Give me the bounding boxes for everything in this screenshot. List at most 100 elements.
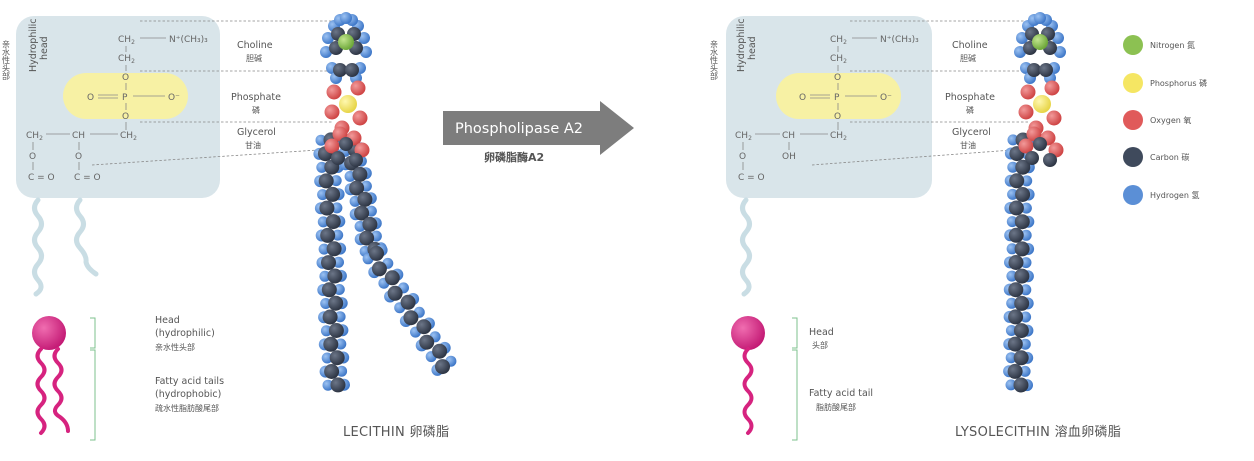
atom-sphere [318, 173, 334, 189]
atom-sphere [352, 166, 368, 182]
legend-tails: Fatty acid tails [155, 376, 224, 387]
atom-sphere [1021, 175, 1033, 187]
svg-text:C = O: C = O [28, 173, 55, 183]
legend-tail-right: Fatty acid tail [809, 388, 873, 399]
atom-sphere [1025, 151, 1039, 165]
svg-text:O: O [87, 93, 94, 103]
atom-sphere [1006, 216, 1018, 228]
atom-sphere [324, 104, 340, 120]
atom-sphere [320, 46, 332, 58]
tail-bracket-right [792, 349, 798, 441]
glycerol-label-right: Glycerol [952, 127, 991, 138]
atom-legend-swatch [1123, 110, 1143, 130]
atom-sphere [1005, 352, 1017, 364]
atom-sphere [1007, 188, 1019, 200]
atom-sphere [384, 270, 400, 286]
atom-sphere [331, 151, 345, 165]
atom-sphere [1005, 325, 1017, 336]
atom-sphere [319, 270, 331, 282]
svg-text:CH2: CH2 [830, 35, 847, 46]
atom-sphere [339, 95, 357, 113]
hydrophilic-head-label-cn-right: 亲水性头部 [710, 39, 719, 81]
svg-text:C = O: C = O [74, 173, 101, 183]
atom-sphere [357, 191, 373, 207]
atom-sphere [1008, 309, 1024, 325]
atom-sphere [1007, 336, 1023, 352]
atom-sphere [1052, 32, 1064, 44]
atom-sphere [325, 186, 341, 202]
atom-sphere [1013, 323, 1029, 339]
phospholipid-tail-icon [52, 347, 70, 433]
lecithin-panel: Hydrophilic head 亲水性头部 CH2 N⁺(CH₃)₃ CH2 … [2, 12, 457, 441]
atom-sphere [371, 261, 387, 277]
glycerol-label-cn-right: 甘油 [960, 140, 976, 150]
legend-tail-cn-right: 脂肪酸尾部 [816, 402, 856, 412]
svg-text:O: O [834, 73, 841, 83]
legend-head-cn: 亲水性头部 [155, 342, 195, 352]
lysolecithin-structural-formula: CH2 N⁺(CH₃)₃ CH2 O O P O⁻ O CH2 CH CH2 O [735, 35, 919, 183]
phosphate-highlight [63, 73, 188, 119]
atom-sphere [1020, 284, 1032, 296]
svg-text:CH: CH [782, 131, 795, 141]
atom-sphere [322, 379, 334, 391]
svg-text:N⁺(CH₃)₃: N⁺(CH₃)₃ [169, 35, 208, 45]
lysolecithin-title: LYSOLECITHIN 溶血卵磷脂 [955, 425, 1121, 440]
choline-label-cn: 胆碱 [246, 54, 262, 63]
atom-sphere [1046, 110, 1062, 126]
svg-text:O: O [799, 93, 806, 103]
atom-legend-swatch [1123, 35, 1143, 55]
atom-sphere [333, 63, 347, 77]
atom-sphere [1044, 80, 1060, 96]
svg-text:O⁻: O⁻ [168, 93, 180, 103]
atom-sphere [1016, 32, 1028, 44]
svg-text:CH2: CH2 [118, 35, 135, 46]
atom-sphere [333, 256, 344, 268]
tail-squiggle [74, 197, 99, 277]
atom-sphere [349, 153, 363, 167]
atom-sphere [416, 319, 432, 335]
atom-sphere [1032, 34, 1048, 50]
atom-sphere [335, 338, 347, 350]
phospholipid-tail-icon [35, 347, 47, 435]
atom-sphere [1006, 243, 1018, 255]
atom-sphere [317, 189, 329, 201]
atom-sphere [1014, 295, 1030, 311]
atom-sphere [340, 12, 352, 24]
atom-sphere [360, 46, 372, 58]
atom-sphere [1033, 95, 1051, 113]
atom-sphere [358, 32, 370, 44]
atom-legend-label: Nitrogen 氮 [1150, 40, 1195, 50]
svg-text:O⁻: O⁻ [880, 93, 892, 103]
atom-sphere [1014, 214, 1030, 230]
atom-legend-swatch [1123, 147, 1143, 167]
atom-sphere [1015, 159, 1031, 175]
choline-label: Choline [237, 40, 273, 51]
lysophospholipid-tail-icon [742, 347, 754, 435]
atom-sphere [330, 175, 342, 187]
atom-sphere [1013, 350, 1029, 366]
atom-sphere [336, 365, 348, 377]
svg-text:CH2: CH2 [830, 131, 847, 142]
lysolecithin-panel: Hydrophilic head 亲水性头部 CH2 N⁺(CH₃)₃ CH2 … [710, 12, 1207, 441]
atom-sphere [1027, 63, 1041, 77]
atom-sphere [369, 245, 384, 261]
svg-text:O: O [122, 112, 129, 122]
atom-sphere [1018, 138, 1034, 154]
atom-sphere [1019, 365, 1031, 377]
atom-sphere [1008, 282, 1024, 298]
atom-legend-label: Carbon 碳 [1150, 152, 1189, 162]
tail-squiggle-right [740, 197, 752, 297]
svg-text:head: head [39, 36, 50, 60]
atom-sphere [1007, 134, 1019, 146]
svg-text:C = O: C = O [738, 173, 765, 183]
atom-sphere [321, 282, 337, 298]
svg-text:head: head [747, 36, 758, 60]
atom-sphere [352, 110, 368, 126]
lecithin-title: LECITHIN 卵磷脂 [343, 425, 449, 440]
atom-sphere [1034, 12, 1046, 24]
atom-legend-swatch [1123, 185, 1143, 205]
atom-sphere [327, 268, 343, 284]
lysolecithin-molecule-model [1003, 12, 1066, 393]
svg-text:O: O [739, 152, 746, 162]
